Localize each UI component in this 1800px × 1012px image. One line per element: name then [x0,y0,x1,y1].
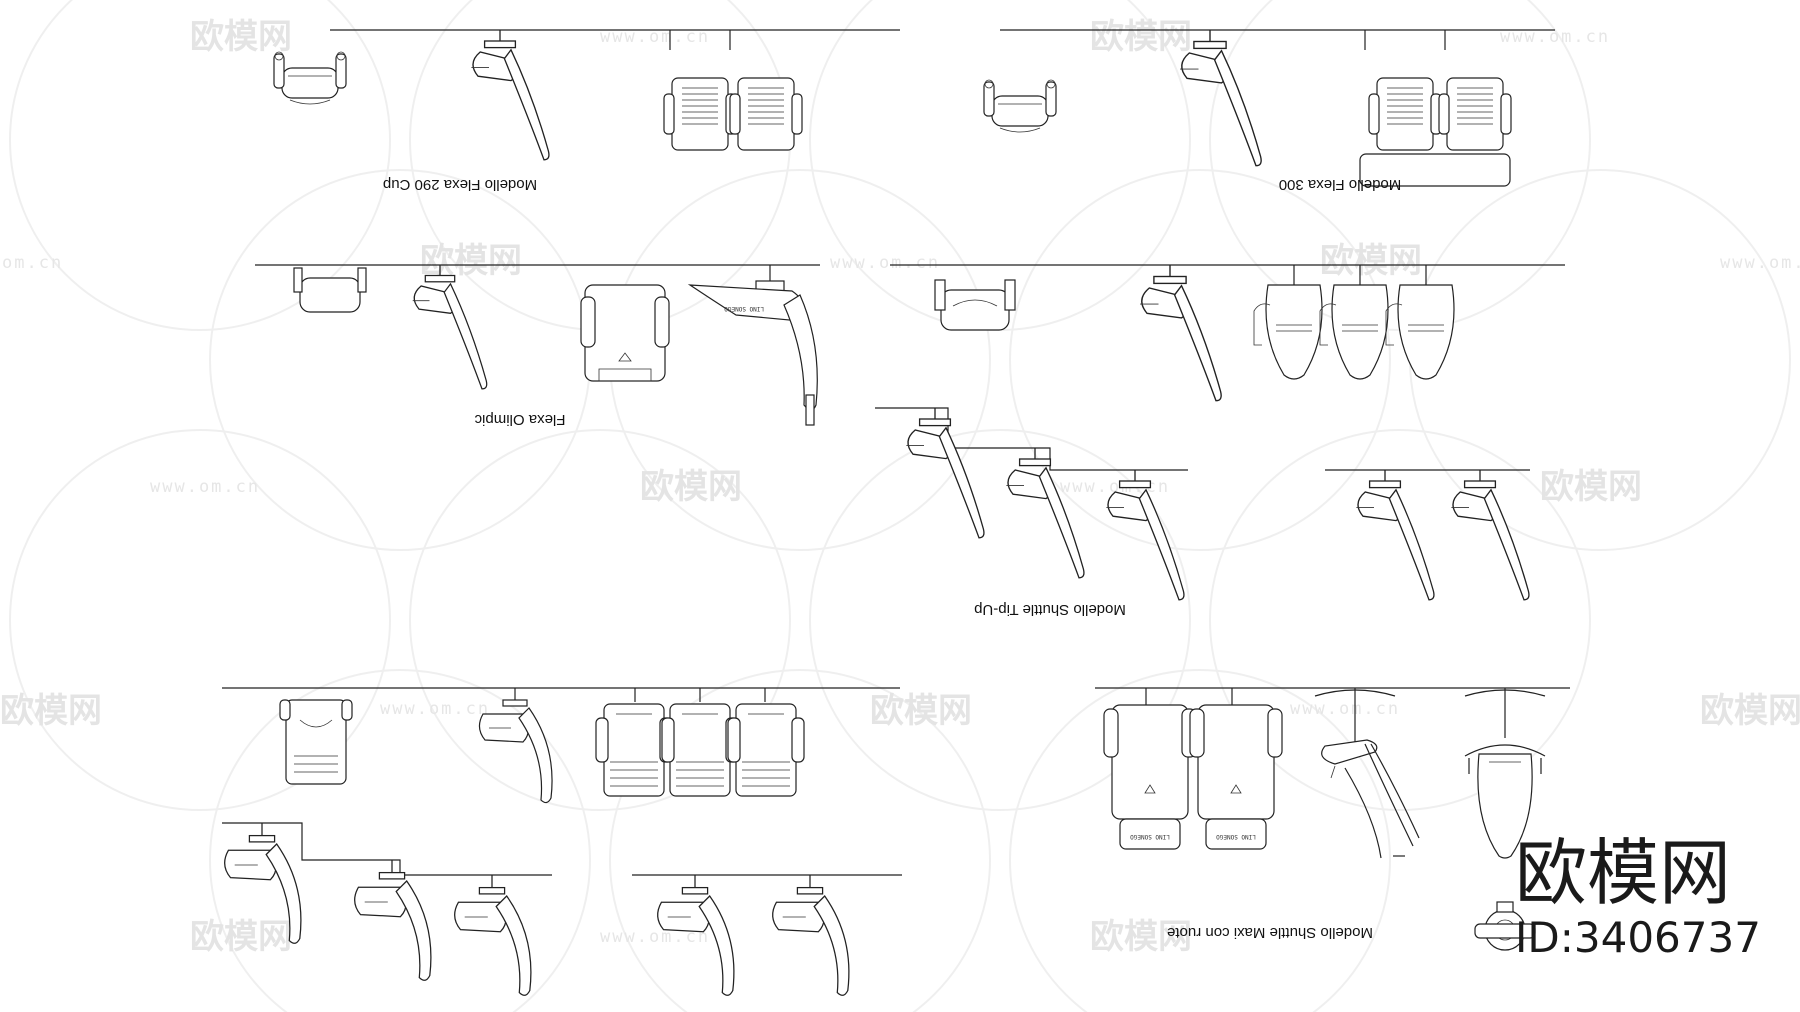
seat-front-view [983,79,1057,133]
seat-top-view [1474,901,1536,951]
seat-side-view [354,859,432,981]
model-label: Modello Shuttle Tip-Up [974,601,1126,618]
watermark-logo: 欧模网 [420,241,522,281]
seat-row-oval [1253,264,1455,380]
seat-front-view [279,699,353,785]
seat-row-view [1359,30,1512,187]
section-shuttle-upper [890,264,1565,402]
seat-back-view: LINO SONEGO [1189,688,1283,850]
model-label: Modello Flexa 290 Cup [383,176,537,193]
watermark-url: www.om.cn [380,699,490,719]
section-bottom-stepped [222,822,552,996]
watermark-url: www.om.cn [600,927,710,947]
seat-side-view [1355,469,1435,601]
seat-row-view [663,30,803,151]
seat-side-view: LINO SONEGO [687,265,818,426]
section-flexa-300: Modello Flexa 300 [983,29,1555,193]
model-id: ID:3406737 [1515,913,1761,962]
seat-side-view [478,687,553,804]
section-flexa-olimpic: LINO SONEGO Flexa Olimpic [255,264,820,428]
section-bottom-pair [632,874,902,996]
watermark-logo: 欧模网 [1090,917,1192,957]
seat-side-view [1005,447,1085,579]
section-shuttle-tip-up: Modello Shuttle Tip-Up [875,407,1188,618]
seat-back-view [580,284,670,382]
section-shuttle-pair [1325,469,1530,601]
watermark-url: www.om.cn [600,27,710,47]
brand-mark: LINO SONEGO [1216,833,1256,840]
seat-front-view [273,51,347,105]
brand-block: 欧模网 ID:3406737 [1515,831,1761,962]
watermark-logo: 欧模网 [640,467,742,507]
seat-side-view [454,874,532,996]
section-flexa-290-cup: Modello Flexa 290 Cup [273,29,900,193]
watermark-logo: 欧模网 [1090,17,1192,57]
watermark-url: www.om.cn [1500,27,1610,47]
brand-logo: 欧模网 [1515,831,1731,915]
brand-mark: LINO SONEGO [724,305,764,312]
seat-side-view [470,29,550,161]
watermark-logo: 欧模网 [0,691,102,731]
watermark-logo: 欧模网 [1700,691,1800,731]
seat-side-view [772,874,850,996]
seat-side-view [1450,469,1530,601]
watermark-url: www.om.cn [1720,253,1800,273]
watermark-logo: 欧模网 [190,17,292,57]
seat-side-view [1314,688,1420,859]
watermark-logo: 欧模网 [870,691,972,731]
watermark-url: www.om.cn [150,477,260,497]
model-label: Flexa Olimpic [474,411,565,428]
watermark-logo: 欧模网 [1540,467,1642,507]
seat-front-view [934,279,1016,331]
model-label: Modello Flexa 300 [1279,176,1402,193]
section-shuttle-maxi: LINO SONEGO LINO SONEGO [1095,687,1570,941]
section-lower-left [222,687,900,804]
watermark-logo: 欧模网 [1320,241,1422,281]
seat-back-view: LINO SONEGO [1103,688,1197,850]
seat-side-view [1179,29,1262,167]
seat-front-view [1464,688,1546,859]
seat-side-view [1139,264,1222,402]
seat-side-view [905,407,985,539]
brand-mark: LINO SONEGO [1130,833,1170,840]
watermark-url: om.cn [2,253,63,273]
model-label: Modello Shuttle Maxi con ruote [1167,924,1373,941]
seat-row-view [595,688,805,797]
watermark-url: www.om.cn [1290,699,1400,719]
watermark-url: www.om.cn [830,253,940,273]
seat-front-view [293,267,367,313]
watermark-logo: 欧模网 [190,917,292,957]
